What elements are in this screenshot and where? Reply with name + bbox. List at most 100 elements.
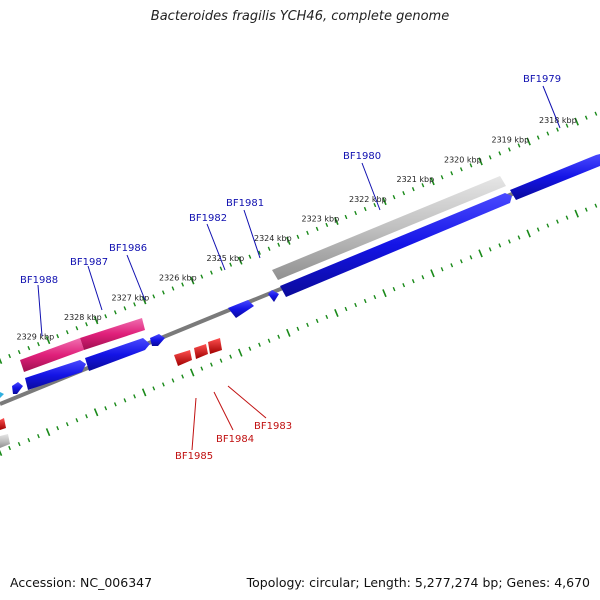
scale-minor-tick xyxy=(584,115,588,120)
label-bf1984[interactable]: BF1984 xyxy=(216,434,254,445)
scale-minor-tick xyxy=(536,135,540,140)
label-bf1982[interactable]: BF1982 xyxy=(189,213,227,224)
scale-major-tick xyxy=(238,348,243,357)
scale-major-tick xyxy=(93,408,99,417)
scale-minor-tick xyxy=(104,314,108,319)
scale-minor-tick xyxy=(469,255,473,260)
gene-bf1988[interactable] xyxy=(25,360,86,390)
scale-minor-tick xyxy=(210,270,213,275)
scale-major-tick xyxy=(189,276,195,285)
gene-highlight-2[interactable] xyxy=(80,318,145,350)
scale-minor-tick xyxy=(363,298,367,304)
gene-bf1979[interactable] xyxy=(510,154,600,200)
gene-cyan-left[interactable] xyxy=(0,392,4,398)
scale-minor-tick xyxy=(248,254,252,259)
scale-minor-tick xyxy=(65,422,69,427)
scale-minor-tick xyxy=(565,215,569,220)
scale-minor-tick xyxy=(200,366,204,371)
label-bf1979[interactable]: BF1979 xyxy=(523,74,561,85)
scale-minor-tick xyxy=(229,262,233,267)
kbp-label: 2320 kbp xyxy=(444,155,482,164)
scale-minor-tick xyxy=(440,175,444,180)
scale-minor-tick xyxy=(421,183,425,188)
scale-minor-tick xyxy=(181,282,185,287)
scale-minor-tick xyxy=(373,202,377,208)
label-bf1987[interactable]: BF1987 xyxy=(70,257,108,268)
gene-bf1983[interactable] xyxy=(208,338,222,354)
gene-bf1985[interactable] xyxy=(174,350,192,366)
scale-minor-tick xyxy=(584,207,588,212)
label-bf1986[interactable]: BF1986 xyxy=(109,243,147,254)
scale-minor-tick xyxy=(27,437,31,443)
kbp-label: 2321 kbp xyxy=(397,175,435,184)
scale-minor-tick xyxy=(306,230,309,235)
scale-minor-tick xyxy=(200,274,204,279)
gene-bf1986[interactable] xyxy=(150,334,165,346)
label-bf1980[interactable]: BF1980 xyxy=(343,151,381,162)
scale-minor-tick xyxy=(594,111,598,116)
scale-minor-tick xyxy=(373,294,377,300)
scale-minor-tick xyxy=(17,441,21,447)
gene-bf1984[interactable] xyxy=(194,344,208,359)
scale-minor-tick xyxy=(37,341,40,347)
scale-minor-tick xyxy=(411,187,415,192)
kbp-label: 2327 kbp xyxy=(112,293,150,302)
scale-minor-tick xyxy=(8,353,12,359)
label-bf1981[interactable]: BF1981 xyxy=(226,198,264,209)
scale-major-tick xyxy=(478,249,483,258)
outer-scale-track xyxy=(0,111,598,365)
pseudogene-region xyxy=(272,176,506,280)
kbp-label: 2319 kbp xyxy=(492,136,530,145)
scale-minor-tick xyxy=(546,131,550,136)
gene-red-left[interactable] xyxy=(0,418,6,430)
scale-minor-tick xyxy=(498,151,502,156)
scale-minor-tick xyxy=(325,314,329,320)
scale-minor-tick xyxy=(440,267,444,272)
scale-minor-tick xyxy=(75,326,79,331)
scale-minor-tick xyxy=(498,243,502,248)
scale-minor-tick xyxy=(594,203,598,208)
scale-minor-tick xyxy=(507,147,511,152)
scale-minor-tick xyxy=(229,354,233,359)
scale-major-tick xyxy=(0,357,3,365)
gene-labels: BF1979 BF1980 BF1981 BF1982 BF1986 BF198… xyxy=(20,74,561,462)
gene-bf1982[interactable] xyxy=(228,300,254,318)
scale-major-tick xyxy=(286,328,291,337)
gene-bf1987[interactable] xyxy=(85,338,150,371)
kbp-label: 2328 kbp xyxy=(64,313,102,322)
scale-minor-tick xyxy=(133,302,136,307)
gene-bf1981[interactable] xyxy=(268,290,279,302)
scale-minor-tick xyxy=(459,167,463,172)
scale-major-tick xyxy=(382,197,387,206)
scale-minor-tick xyxy=(104,406,108,411)
scale-minor-tick xyxy=(565,123,569,128)
page-title: Bacteroides fragilis YCH46, complete gen… xyxy=(150,9,450,24)
scale-minor-tick xyxy=(248,346,252,351)
scale-major-tick xyxy=(382,289,387,298)
scale-minor-tick xyxy=(17,349,21,355)
label-bf1988[interactable]: BF1988 xyxy=(20,275,58,286)
scale-minor-tick xyxy=(152,294,156,299)
scale-major-tick xyxy=(574,209,579,218)
scale-minor-tick xyxy=(277,334,281,339)
scale-major-tick xyxy=(93,316,99,325)
scale-minor-tick xyxy=(85,414,88,419)
scale-minor-tick xyxy=(402,191,406,196)
scale-minor-tick xyxy=(219,266,223,271)
gene-bf1980[interactable] xyxy=(280,193,512,297)
label-bf1985[interactable]: BF1985 xyxy=(175,451,213,462)
scale-major-tick xyxy=(238,256,243,265)
scale-minor-tick xyxy=(267,338,271,343)
scale-minor-tick xyxy=(392,287,396,292)
scale-minor-tick xyxy=(27,345,31,351)
scale-minor-tick xyxy=(354,210,358,216)
kbp-label: 2329 kbp xyxy=(17,333,55,342)
gene-small-left[interactable] xyxy=(12,382,23,394)
gene-highlight-1[interactable] xyxy=(20,338,84,372)
scale-minor-tick xyxy=(488,155,492,160)
label-bf1983[interactable]: BF1983 xyxy=(254,421,292,432)
scale-minor-tick xyxy=(133,394,136,399)
scale-minor-tick xyxy=(556,219,559,224)
accession-text: Accession: NC_006347 xyxy=(10,575,153,590)
